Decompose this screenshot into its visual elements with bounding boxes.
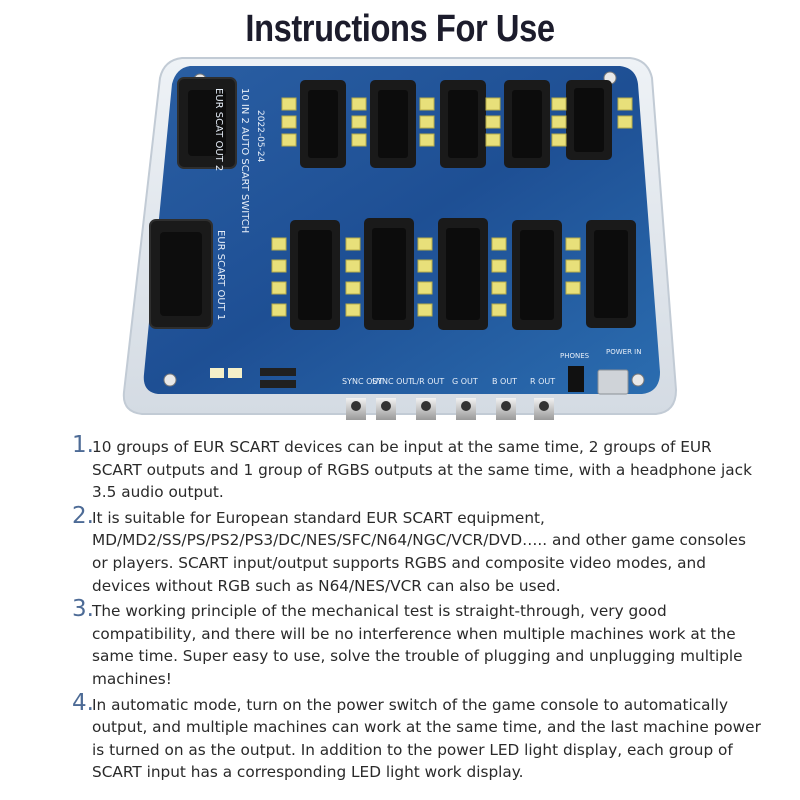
capacitors-bottom [271, 237, 581, 317]
scart-connectors-top [177, 77, 612, 169]
scart-input-connector [370, 80, 416, 168]
instruction-item: 2. It is suitable for European standard … [72, 503, 762, 597]
label-phones: PHONES [560, 352, 590, 360]
item-text: 10 groups of EUR SCART devices can be in… [92, 438, 752, 502]
scart-connectors-bottom [149, 218, 636, 330]
mount-hole [163, 373, 177, 387]
label-date: 2022-05-24 [255, 110, 265, 163]
scart-input-connector [504, 80, 550, 168]
label-b-out: B OUT [492, 377, 517, 386]
label-sync-out-1: SYNC OUT [342, 377, 383, 386]
scart-input-connector [586, 220, 636, 328]
mount-hole [631, 373, 645, 387]
label-lr-out: L/R OUT [412, 377, 444, 386]
label-out1: EUR SCART OUT 1 [215, 230, 226, 320]
rca-jacks [346, 398, 554, 420]
scart-input-connector [440, 80, 486, 168]
headphone-jack [568, 366, 584, 392]
scart-input-connector [364, 218, 414, 330]
instruction-item: 4. In automatic mode, turn on the power … [72, 690, 762, 784]
item-text: It is suitable for European standard EUR… [92, 508, 746, 595]
chips [260, 368, 296, 388]
page-title: Instructions For Use [245, 8, 555, 50]
label-model: 10 IN 2 AUTO SCART SWITCH [239, 88, 250, 233]
label-power-in: POWER IN [606, 348, 641, 356]
instruction-item: 3. The working principle of the mechanic… [72, 596, 762, 690]
item-number: 1. [72, 432, 94, 458]
scart-input-connector [566, 80, 612, 160]
label-out2: EUR SCAT OUT 2 [213, 88, 224, 171]
scart-input-connector [438, 218, 488, 330]
label-sync-out-2: SYNC OUT [372, 377, 413, 386]
item-number: 4. [72, 689, 94, 716]
label-r-out: R OUT [530, 377, 555, 386]
scart-out-1-connector [149, 219, 213, 329]
usb-power-port [597, 369, 629, 395]
scart-input-connector [290, 220, 340, 330]
product-photo: EUR SCAT OUT 2 10 IN 2 AUTO SCART SWITCH… [122, 57, 678, 420]
scart-input-connector [512, 220, 562, 330]
label-g-out: G OUT [452, 377, 478, 386]
scart-input-connector [300, 80, 346, 168]
status-leds [210, 368, 242, 378]
scart-out-2-connector [177, 77, 237, 169]
capacitors-top [281, 97, 633, 147]
item-text: In automatic mode, turn on the power swi… [92, 695, 761, 782]
instruction-list: 1. 10 groups of EUR SCART devices can be… [72, 432, 762, 787]
item-number: 2. [72, 502, 94, 529]
instruction-item: 1. 10 groups of EUR SCART devices can be… [72, 432, 762, 504]
item-text: The working principle of the mechanical … [92, 602, 743, 688]
item-number: 3. [72, 596, 94, 623]
